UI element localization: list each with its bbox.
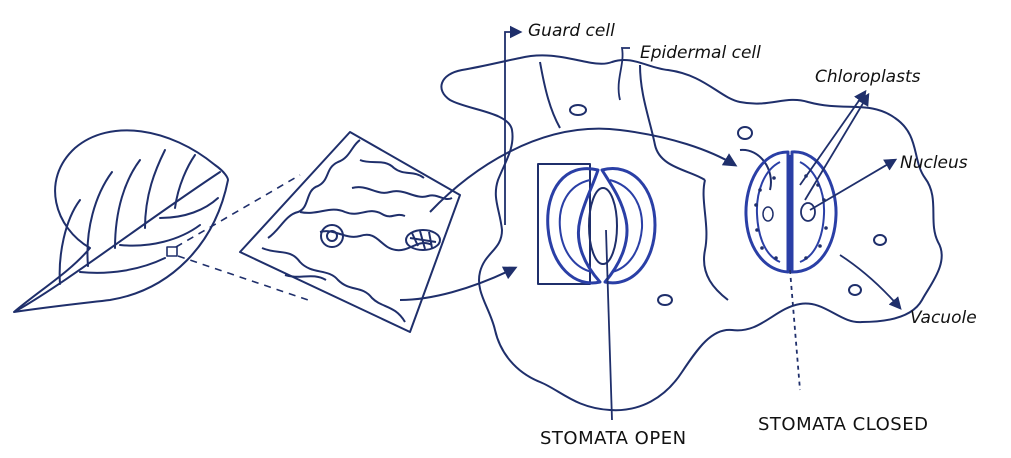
leaf-outline [14, 130, 228, 312]
stomata-closed-leader [790, 270, 800, 390]
label-chloroplasts: Chloroplasts [815, 67, 921, 87]
magnified-stoma-open [321, 225, 343, 247]
label-vacuole: Vacuole [910, 308, 977, 328]
stoma-closed-guard-cell-left [746, 152, 788, 272]
magnification-lines [176, 175, 308, 300]
epidermal-tissue [441, 55, 941, 410]
stoma-closed-guard-cell-right [792, 152, 836, 272]
label-epidermal-cell: Epidermal cell [640, 43, 761, 63]
leaf-magnified-spot [167, 247, 177, 256]
label-nucleus: Nucleus [900, 153, 968, 173]
stoma-open-guard-cell-left [548, 169, 600, 283]
arrow-to-stoma-open [400, 268, 515, 300]
stoma-open-pore [589, 188, 617, 264]
label-guard-cell: Guard cell [528, 21, 615, 41]
epidermal-cell-leader [619, 48, 630, 100]
label-stomata-closed: STOMATA CLOSED [758, 414, 928, 435]
chloroplasts-leader-2 [805, 95, 868, 200]
magnified-epidermis [240, 132, 460, 332]
epidermal-tissue-outline [441, 55, 941, 410]
stoma-closed-nucleus [801, 203, 815, 221]
leaf-midrib [16, 172, 220, 311]
leaf [14, 130, 228, 312]
arrow-to-stoma-closed [430, 129, 735, 212]
vacuole-leader [840, 255, 900, 308]
label-stomata-open: STOMATA OPEN [540, 428, 687, 449]
stoma-open [538, 164, 655, 284]
stoma-open-guard-cell-right [602, 169, 655, 283]
leader-lines [505, 32, 900, 420]
epidermal-cell-nucleus-1 [570, 105, 586, 115]
magnified-square-border [240, 132, 460, 332]
